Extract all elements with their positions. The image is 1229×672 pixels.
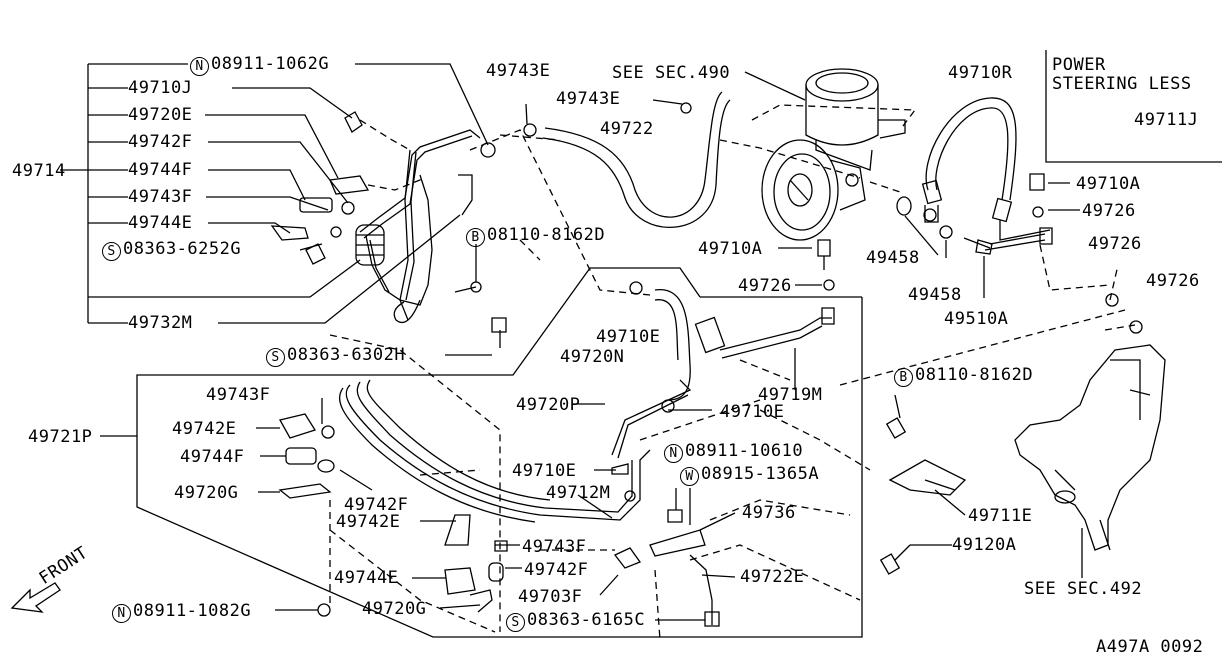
n-symbol-icon: N: [664, 444, 683, 463]
label-49714: 49714: [12, 161, 66, 181]
label-49726-c: 49726: [1146, 271, 1200, 291]
label-49720G-b: 49720G: [362, 599, 427, 619]
label-49732M: 49732M: [128, 313, 193, 333]
label-49744E-b: 49744E: [334, 568, 399, 588]
label-49736: 49736: [742, 503, 796, 523]
label-49720N: 49720N: [560, 347, 625, 367]
pump-pulley: [762, 140, 865, 240]
pipe-49714: [360, 130, 480, 238]
label-49742E-b: 49742E: [336, 512, 401, 532]
n-symbol-icon: N: [112, 604, 131, 623]
label-49711E: 49711E: [968, 506, 1033, 526]
label-49744E-a: 49744E: [128, 213, 193, 233]
label-49744F-a: 49744F: [128, 160, 193, 180]
label-see-sec-492: SEE SEC.492: [1024, 579, 1143, 599]
hose-49722: [543, 92, 730, 227]
b-symbol-icon: B: [466, 228, 485, 247]
label-49710A-a: 49710A: [1076, 174, 1141, 194]
label-49744F-b: 49744F: [180, 447, 245, 467]
label-49743F-c: 49743F: [522, 537, 587, 557]
label-49458-b: 49458: [908, 285, 962, 305]
label-49743F-a: 49743F: [128, 187, 193, 207]
label-49720E: 49720E: [128, 105, 193, 125]
label-49458-a: 49458: [866, 248, 920, 268]
label-49710J: 49710J: [128, 78, 193, 98]
hose-49710R: [926, 98, 1016, 200]
label-49703F: 49703F: [518, 587, 583, 607]
pipe-49719M: [720, 318, 832, 358]
label-49742F-c: 49742F: [524, 560, 589, 580]
hose-49720N: [655, 290, 690, 400]
label-see-sec-490: SEE SEC.490: [612, 63, 731, 83]
label-49722: 49722: [600, 119, 654, 139]
s-symbol-icon: S: [266, 348, 285, 367]
label-49711J: 49711J: [1134, 110, 1199, 130]
label-49720P: 49720P: [516, 395, 581, 415]
label-49722E: 49722E: [740, 567, 805, 587]
label-49742F-a: 49742F: [128, 132, 193, 152]
drawing-code: A497A 0092: [1096, 637, 1204, 657]
label-49719M: 49719M: [758, 385, 823, 405]
pipe-49712M: [340, 380, 650, 522]
w-symbol-icon: W: [680, 467, 699, 486]
n-symbol-icon: N: [190, 57, 209, 76]
label-49712M: 49712M: [546, 483, 611, 503]
lower-assembly-frame: [100, 268, 862, 637]
label-49710E-c: 49710E: [512, 461, 577, 481]
label-49710R: 49710R: [948, 63, 1013, 83]
label-49742F-b: 49742F: [344, 495, 409, 515]
front-arrow-icon: [12, 583, 60, 612]
label-49710E-a: 49710E: [596, 327, 661, 347]
label-49726-b: 49726: [1088, 234, 1142, 254]
s-symbol-icon: S: [102, 242, 121, 261]
steering-gear: [1015, 345, 1165, 578]
label-49720G-a: 49720G: [174, 483, 239, 503]
b-symbol-icon: B: [894, 368, 913, 387]
label-49721P: 49721P: [28, 427, 93, 447]
label-49743E-a: 49743E: [486, 61, 551, 81]
s-symbol-icon: S: [506, 613, 525, 632]
label-49710A-b: 49710A: [698, 239, 763, 259]
inset-border: [1046, 50, 1222, 162]
pump-reservoir: [806, 69, 905, 170]
label-49510A: 49510A: [944, 309, 1009, 329]
label-49743F-b: 49743F: [206, 385, 271, 405]
label-49726-a: 49726: [1082, 201, 1136, 221]
label-49120A: 49120A: [952, 535, 1017, 555]
label-49710E-b: 49710E: [720, 402, 785, 422]
label-49742E-a: 49742E: [172, 419, 237, 439]
label-49726-d: 49726: [738, 276, 792, 296]
label-49743E-b: 49743E: [556, 89, 621, 109]
